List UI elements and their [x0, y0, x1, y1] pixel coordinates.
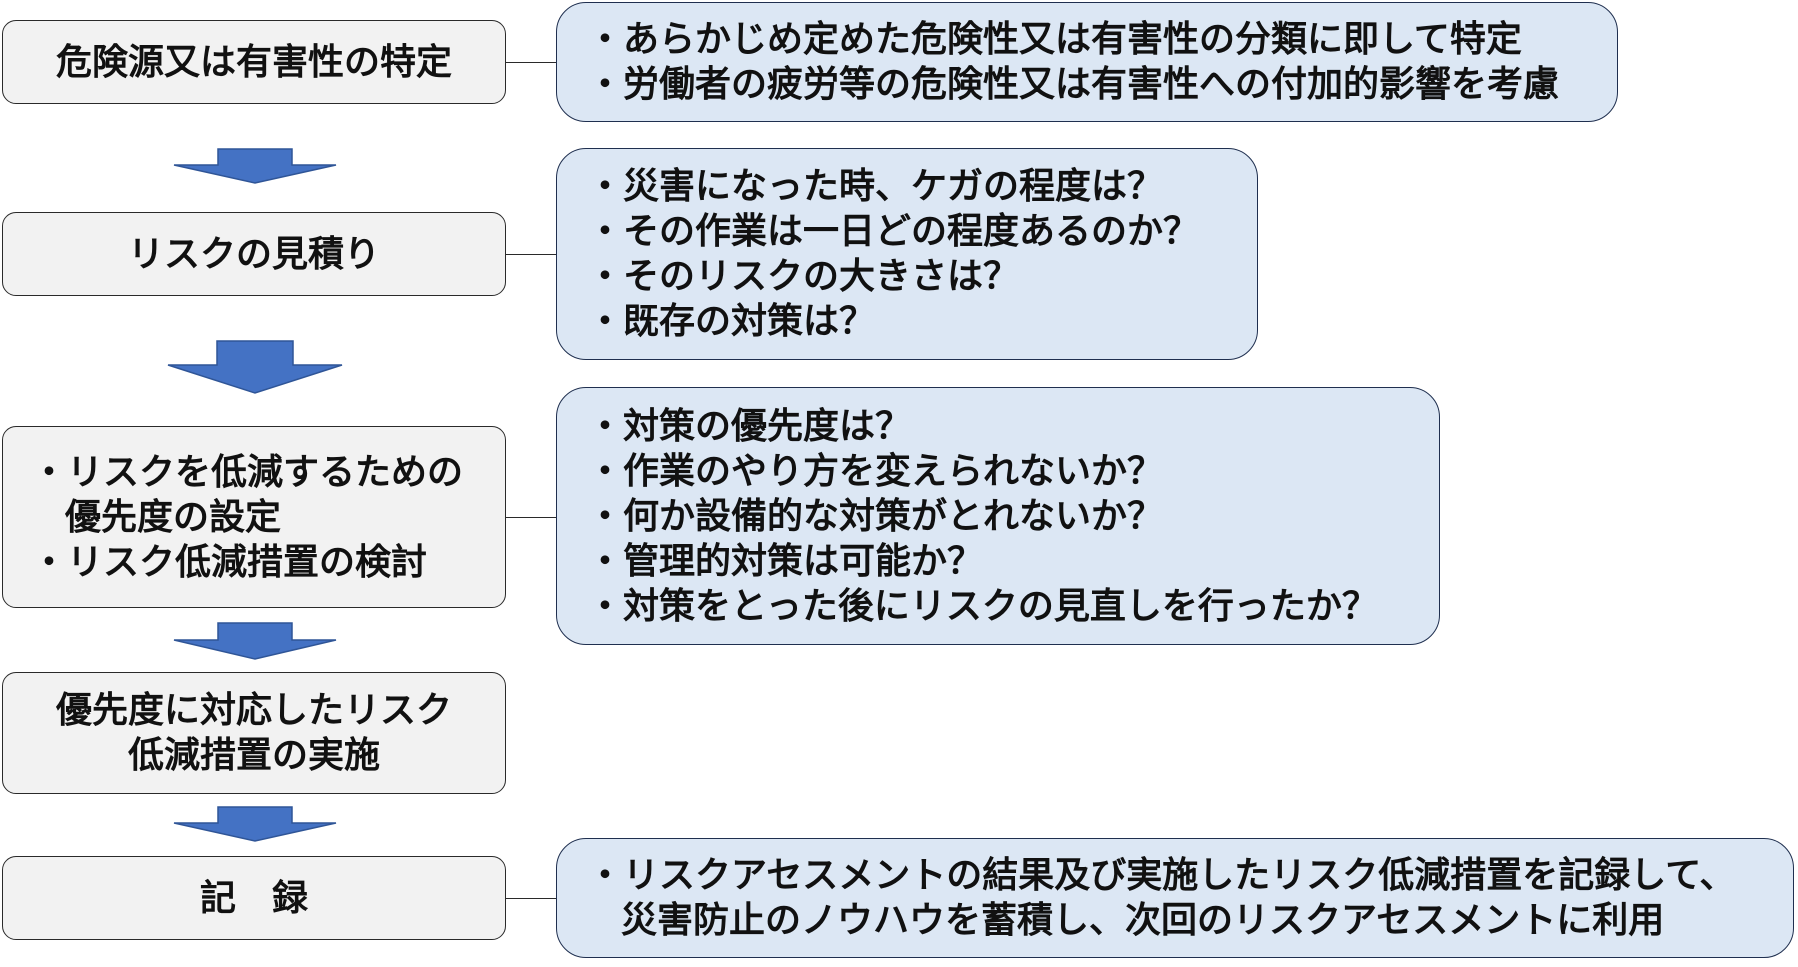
- step-text: 低減措置の実施: [127, 735, 380, 776]
- step-text: 優先度の設定: [65, 496, 282, 538]
- down-arrow-icon: [173, 622, 337, 660]
- note-text: ・何か設備的な対策がとれないか？: [587, 495, 1164, 537]
- note-record: ・リスクアセスメントの結果及び実施したリスク低減措置を記録して、 災害防止のノウ…: [556, 838, 1794, 958]
- note-text: ・あらかじめ定めた危険性又は有害性の分類に即して特定: [587, 19, 1522, 60]
- down-arrow-icon: [167, 340, 343, 394]
- note-text: ・労働者の疲労等の危険性又は有害性への付加的影響を考慮: [587, 64, 1560, 105]
- step-text: 記 録: [199, 877, 308, 919]
- note-text: 災害防止のノウハウを蓄積し、次回のリスクアセスメントに利用: [621, 900, 1665, 941]
- connector-line: [506, 898, 556, 899]
- note-text: ・管理的対策は可能か？: [587, 540, 984, 582]
- step-text: ・リスクを低減するための: [31, 451, 464, 493]
- step-text: ・リスク低減措置の検討: [31, 541, 428, 583]
- note-text: ・対策をとった後にリスクの見直しを行ったか？: [587, 585, 1378, 627]
- step-risk-estimation: リスクの見積り: [2, 212, 506, 296]
- down-arrow-icon: [173, 806, 337, 842]
- note-text: ・リスクアセスメントの結果及び実施したリスク低減措置を記録して、: [587, 855, 1736, 896]
- note-text: ・作業のやり方を変えられないか？: [587, 450, 1164, 492]
- step-hazard-identification: 危険源又は有害性の特定: [2, 20, 506, 104]
- step-risk-reduction-priority: ・リスクを低減するための 優先度の設定 ・リスク低減措置の検討: [2, 426, 506, 608]
- note-text: ・その作業は一日どの程度あるのか？: [587, 211, 1200, 252]
- note-text: ・そのリスクの大きさは？: [587, 256, 1020, 297]
- step-text: 危険源又は有害性の特定: [55, 41, 452, 83]
- step-text: リスクの見積り: [127, 233, 380, 275]
- step-record: 記 録: [2, 856, 506, 940]
- step-text: 優先度に対応したリスク: [55, 690, 452, 731]
- note-text: ・既存の対策は？: [587, 301, 876, 342]
- note-text: ・災害になった時、ケガの程度は？: [587, 166, 1164, 207]
- connector-line: [506, 254, 556, 255]
- step-risk-reduction-implementation: 優先度に対応したリスク 低減措置の実施: [2, 672, 506, 794]
- down-arrow-icon: [173, 148, 337, 184]
- connector-line: [506, 517, 556, 518]
- note-risk-estimation: ・災害になった時、ケガの程度は？ ・その作業は一日どの程度あるのか？ ・そのリス…: [556, 148, 1258, 360]
- connector-line: [506, 62, 556, 63]
- note-hazard-identification: ・あらかじめ定めた危険性又は有害性の分類に即して特定 ・労働者の疲労等の危険性又…: [556, 2, 1618, 122]
- note-text: ・対策の優先度は？: [587, 405, 912, 447]
- note-risk-reduction: ・対策の優先度は？ ・作業のやり方を変えられないか？ ・何か設備的な対策がとれな…: [556, 387, 1440, 645]
